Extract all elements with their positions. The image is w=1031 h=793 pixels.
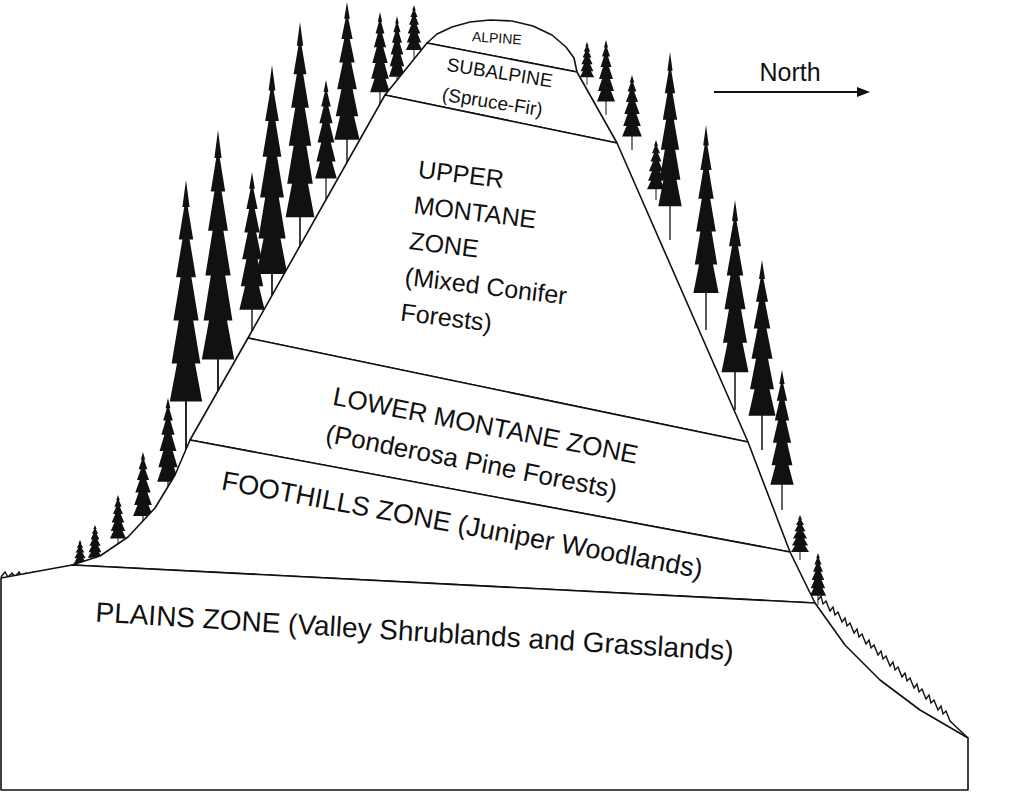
direction-label: North bbox=[759, 57, 820, 87]
north-arrowhead bbox=[857, 87, 870, 97]
zone-shape bbox=[1, 565, 968, 790]
zone-label: UPPER MONTANE ZONE (Mixed Conifer Forest… bbox=[398, 151, 581, 349]
zone-band: PLAINS ZONE (Valley Shrublands and Grass… bbox=[1, 565, 968, 790]
zone-label: ALPINE bbox=[472, 28, 523, 47]
tree-group bbox=[73, 2, 826, 605]
north-arrow bbox=[714, 91, 866, 93]
